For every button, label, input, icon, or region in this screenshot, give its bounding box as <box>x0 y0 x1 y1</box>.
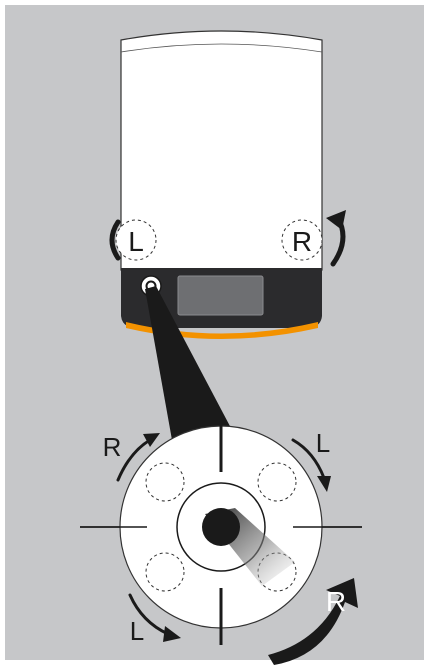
button-l-outline <box>115 219 157 261</box>
device-display <box>177 275 264 316</box>
arrow-bottom-left <box>128 593 170 636</box>
arrow-top-right-head <box>317 476 331 492</box>
screw-hole-top-left <box>145 462 185 502</box>
center-shaft <box>202 508 240 546</box>
dial-label-top-left: R <box>103 432 122 462</box>
arrow-top-left-head <box>143 433 160 447</box>
zoom-wedge <box>145 286 232 440</box>
button-r-outline <box>281 219 323 261</box>
screw-hole-bottom-right <box>257 552 297 592</box>
device-body <box>120 30 323 271</box>
dial-label-bottom-right: R <box>326 586 346 617</box>
dial <box>80 412 362 645</box>
big-rotation-arrow <box>268 578 358 665</box>
arrow-bottom-left-head <box>163 626 181 642</box>
right-rotation-arrowhead <box>326 210 346 230</box>
dial-label-top-right: L <box>316 428 330 458</box>
screw-hole-bottom-left <box>145 552 185 592</box>
arrow-top-right <box>291 438 326 480</box>
arrow-top-left <box>116 438 152 482</box>
dial-label-bottom-left: L <box>130 616 144 646</box>
screw-hole-top-right <box>257 462 297 502</box>
button-l-label: L <box>128 226 144 257</box>
device-cap-edge <box>120 43 323 53</box>
button-r-label: R <box>292 226 312 257</box>
left-side-arc <box>109 219 121 261</box>
device: L R <box>109 30 346 339</box>
